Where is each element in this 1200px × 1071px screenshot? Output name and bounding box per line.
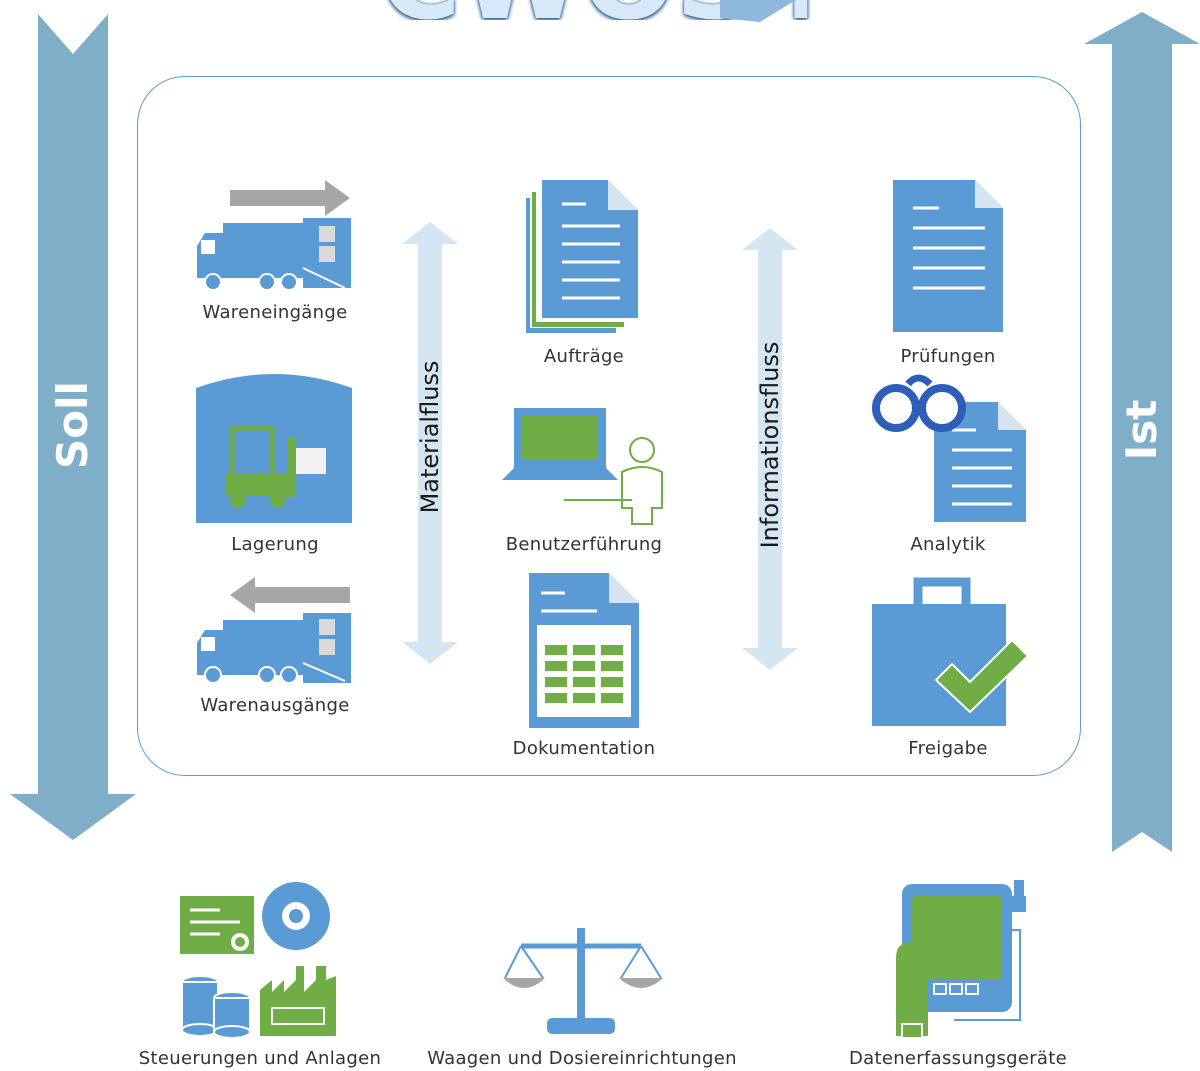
logo-arrow-icon — [720, 0, 796, 22]
freigabe-label: Freigabe — [908, 738, 988, 759]
spreadsheet-icon — [529, 573, 639, 728]
steuerungen-label: Steuerungen und Anlagen — [138, 1048, 382, 1069]
warenausgaenge-label: Warenausgänge — [200, 695, 350, 716]
materialfluss-label: Materialfluss — [416, 360, 444, 514]
materialfluss-arrow — [402, 222, 458, 664]
ist-arrow — [1084, 12, 1200, 852]
lagerung-label: Lagerung — [231, 534, 319, 555]
warehouse-icon — [196, 374, 352, 523]
glasses-document-icon — [872, 374, 1026, 522]
informationsfluss-arrow — [742, 228, 798, 670]
scale-icon — [503, 928, 663, 1034]
document-icon — [893, 180, 1003, 332]
truck-inbound-icon — [197, 180, 351, 291]
pruefungen-label: Prüfungen — [900, 346, 996, 367]
wareneingaenge-label: Wareneingänge — [202, 302, 348, 323]
informationsfluss-label: Informationsfluss — [756, 341, 784, 549]
auftraege-label: Aufträge — [543, 346, 625, 367]
dokumentation-label: Dokumentation — [512, 738, 656, 759]
controls-plants-icon — [180, 882, 336, 1039]
soll-label: Soll — [48, 381, 97, 469]
soll-arrow — [10, 14, 136, 840]
document-stack-icon — [526, 180, 638, 333]
laptop-user-icon — [502, 408, 663, 525]
benutzerfuehrung-label: Benutzerführung — [505, 534, 663, 555]
data-capture-device-icon — [896, 880, 1026, 1039]
process-frame — [137, 76, 1081, 776]
truck-outbound-icon — [197, 577, 351, 684]
waagen-label: Waagen und Dosiereinrichtungen — [427, 1048, 737, 1069]
approval-bag-icon — [872, 577, 1030, 726]
app-logo: CWOS+ — [380, 0, 820, 20]
ist-label: Ist — [1117, 399, 1166, 461]
analytik-label: Analytik — [910, 534, 986, 555]
datenerfassung-label: Datenerfassungsgeräte — [848, 1048, 1067, 1069]
